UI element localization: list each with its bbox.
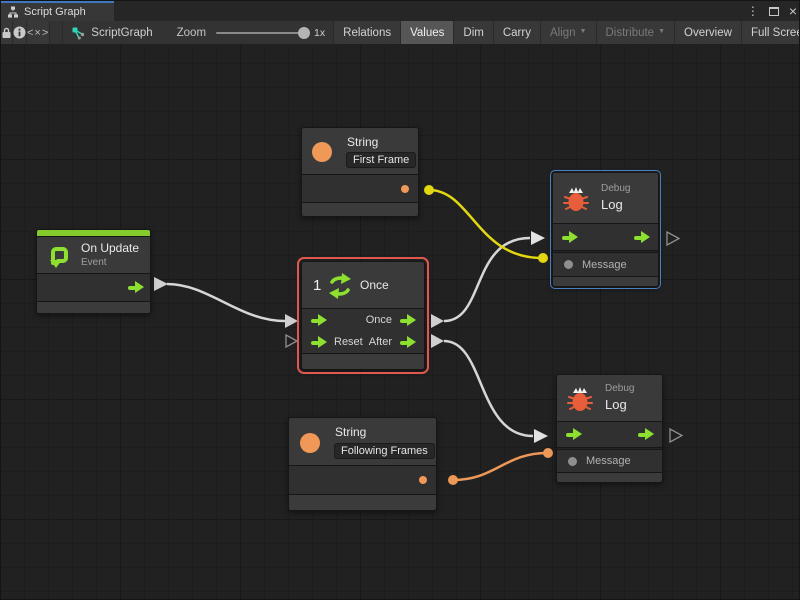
dim-button[interactable]: Dim <box>454 21 494 44</box>
node-title: String <box>347 135 379 149</box>
values-button[interactable]: Values <box>401 21 455 44</box>
reset-input-port[interactable] <box>310 335 327 349</box>
chevron-down-icon: ▼ <box>658 28 666 35</box>
port-triangle-reset-hollow[interactable] <box>285 333 299 349</box>
maximize-icon[interactable] <box>768 6 779 16</box>
once-badge: 1 <box>313 277 322 294</box>
string-output-port[interactable] <box>401 185 409 193</box>
wire-endpoint-yellow-end[interactable] <box>538 253 548 263</box>
flow-input-port[interactable] <box>310 313 327 327</box>
message-input-port[interactable] <box>564 260 573 269</box>
wire-endpoint-orange-end[interactable] <box>543 448 553 458</box>
reset-label: Reset <box>334 336 363 348</box>
string-value-field[interactable]: First Frame <box>346 152 417 168</box>
node-footer <box>553 277 658 286</box>
zoom-slider-handle[interactable] <box>298 26 311 39</box>
wire-string-debugtop[interactable] <box>428 188 543 260</box>
string-output-port[interactable] <box>419 476 427 484</box>
wire-endpoint-orange-start[interactable] <box>448 475 458 485</box>
carry-button[interactable]: Carry <box>493 21 541 44</box>
node-string-following-frames[interactable]: String Following Frames <box>288 417 437 511</box>
on-update-loop-icon <box>50 247 68 268</box>
node-title: Once <box>360 278 389 292</box>
wire-string-debugbottom[interactable] <box>452 451 548 482</box>
node-footer <box>37 302 150 313</box>
node-title: On Update <box>81 241 140 255</box>
message-label: Message <box>582 258 627 271</box>
after-label: After <box>368 336 392 348</box>
node-on-update[interactable]: On Update Event <box>36 229 151 314</box>
zoom-level: 1x <box>314 21 335 44</box>
message-input-port[interactable] <box>568 456 577 466</box>
after-output-port[interactable] <box>399 335 416 349</box>
port-triangle-once-in[interactable] <box>285 314 298 328</box>
tab-title: Script Graph <box>24 6 86 18</box>
node-subtitle: Debug <box>601 183 631 194</box>
graph-canvas[interactable]: String First Frame On Update Event <box>1 45 799 599</box>
node-debug-log-top[interactable]: Debug Log Message <box>550 170 661 289</box>
port-triangle-after-out[interactable] <box>431 334 444 348</box>
port-triangle-onupdate-out[interactable] <box>154 277 168 291</box>
flow-output-port[interactable] <box>637 428 654 441</box>
string-value-field[interactable]: Following Frames <box>334 443 435 459</box>
graph-toolbar: <×> ScriptGraph Zoom 1x Relations Values… <box>1 21 799 45</box>
inspect-button[interactable] <box>13 21 27 44</box>
node-subtitle: Debug <box>605 383 635 394</box>
event-color-bar <box>37 230 150 236</box>
node-title: Log <box>605 397 627 412</box>
window-menu-icon[interactable]: ⋮ <box>746 4 759 18</box>
node-footer <box>557 473 662 482</box>
wire-once-debugbottom[interactable] <box>443 339 534 438</box>
wire-endpoint-yellow-start[interactable] <box>424 185 434 195</box>
once-output-label: Once <box>365 314 392 326</box>
node-title: Log <box>601 197 623 212</box>
wire-onupdate-once[interactable] <box>166 282 286 323</box>
node-string-first-frame[interactable]: String First Frame <box>301 127 419 217</box>
port-triangle-debugtop-in[interactable] <box>531 231 545 245</box>
bug-icon <box>567 387 593 411</box>
port-triangle-debugbottom-out-hollow[interactable] <box>669 427 684 444</box>
flow-output-port[interactable] <box>633 230 650 244</box>
align-dropdown[interactable]: Align▼ <box>540 21 597 44</box>
tab-bar: Script Graph ⋮ × <box>1 1 799 21</box>
code-view-button[interactable]: <×> <box>27 21 51 44</box>
graph-hierarchy-icon <box>8 6 18 18</box>
zoom-slider[interactable] <box>210 21 315 44</box>
graph-breadcrumb[interactable]: ScriptGraph <box>63 21 161 44</box>
node-once[interactable]: 1 Once Once <box>297 257 429 374</box>
graph-name-label: ScriptGraph <box>91 26 153 39</box>
port-triangle-debugbottom-in[interactable] <box>534 429 548 443</box>
lock-button[interactable] <box>1 21 13 44</box>
lock-icon <box>2 27 11 38</box>
port-triangle-once-out[interactable] <box>431 314 444 328</box>
distribute-dropdown[interactable]: Distribute▼ <box>596 21 676 44</box>
port-triangle-debugtop-out-hollow[interactable] <box>666 230 681 247</box>
string-type-icon <box>312 142 332 162</box>
code-icon: <×> <box>27 26 50 39</box>
zoom-label: Zoom <box>160 21 211 44</box>
overview-button[interactable]: Overview <box>675 21 742 44</box>
node-footer <box>302 354 424 369</box>
message-label: Message <box>586 455 631 467</box>
once-cycle-icon <box>329 273 351 299</box>
chevron-down-icon: ▼ <box>579 28 587 35</box>
script-graph-icon <box>72 27 85 39</box>
close-icon[interactable]: × <box>788 3 797 19</box>
node-debug-log-bottom[interactable]: Debug Log Message <box>556 374 663 483</box>
node-title: String <box>335 425 367 439</box>
flow-output-port[interactable] <box>127 281 144 294</box>
node-footer <box>302 203 418 216</box>
fullscreen-button[interactable]: Full Screen <box>741 21 799 44</box>
node-subtitle: Event <box>81 257 107 268</box>
info-icon <box>13 26 26 39</box>
tab-script-graph[interactable]: Script Graph <box>1 1 114 21</box>
bug-icon <box>563 187 589 211</box>
wire-once-debugtop[interactable] <box>443 236 531 323</box>
flow-input-port[interactable] <box>561 230 578 244</box>
relations-button[interactable]: Relations <box>334 21 402 44</box>
once-output-port[interactable] <box>399 313 416 327</box>
node-footer <box>289 495 436 510</box>
string-type-icon <box>300 433 320 453</box>
flow-input-port[interactable] <box>565 428 582 441</box>
